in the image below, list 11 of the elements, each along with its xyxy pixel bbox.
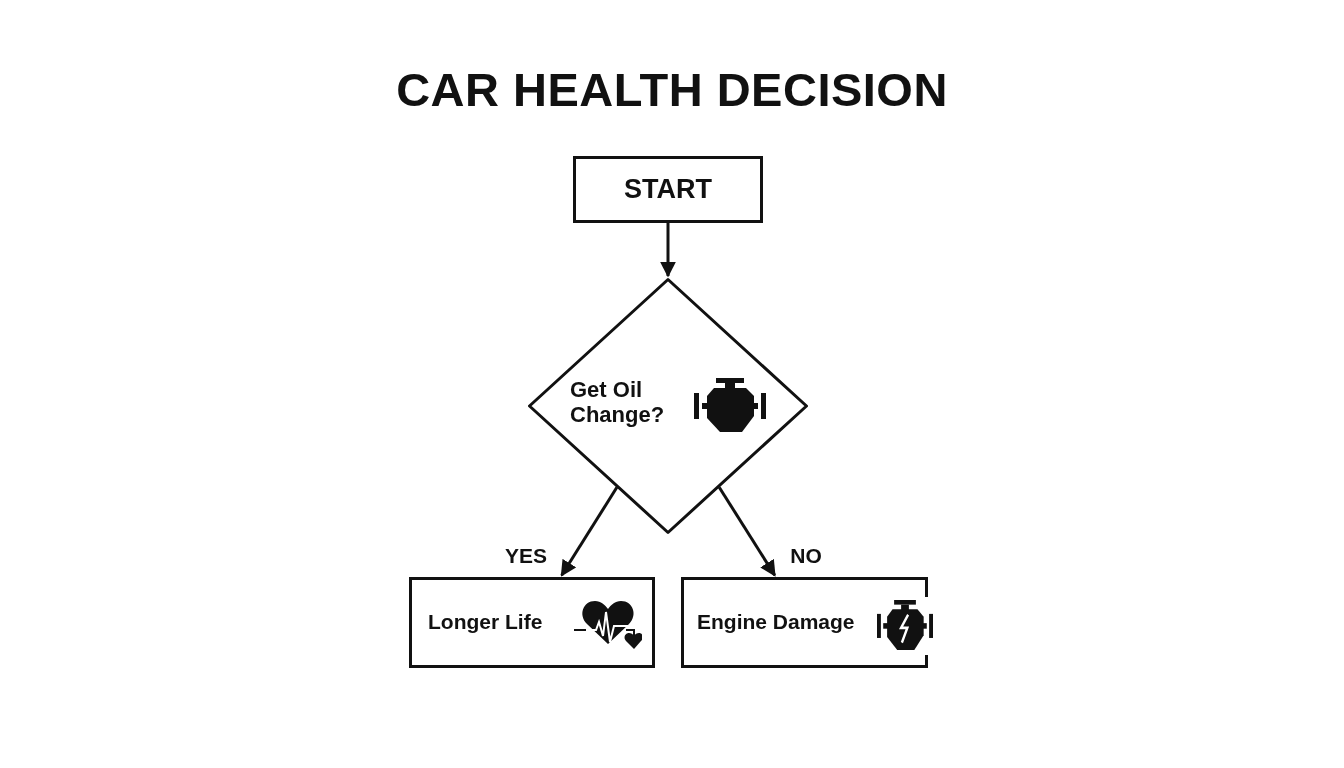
outcome-box	[409, 577, 655, 668]
arrow	[560, 486, 619, 577]
outcome-label: Engine Damage	[697, 610, 855, 635]
arrow	[660, 223, 676, 278]
decision-text: Get Oil Change?	[570, 376, 666, 428]
diagram-title: CAR HEALTH DECISION	[395, 64, 949, 116]
arrow	[717, 486, 776, 577]
decision-diamond	[528, 278, 808, 534]
start-box	[573, 156, 763, 223]
outcome-label: Longer Life	[428, 610, 543, 635]
start-label: START	[624, 173, 712, 205]
